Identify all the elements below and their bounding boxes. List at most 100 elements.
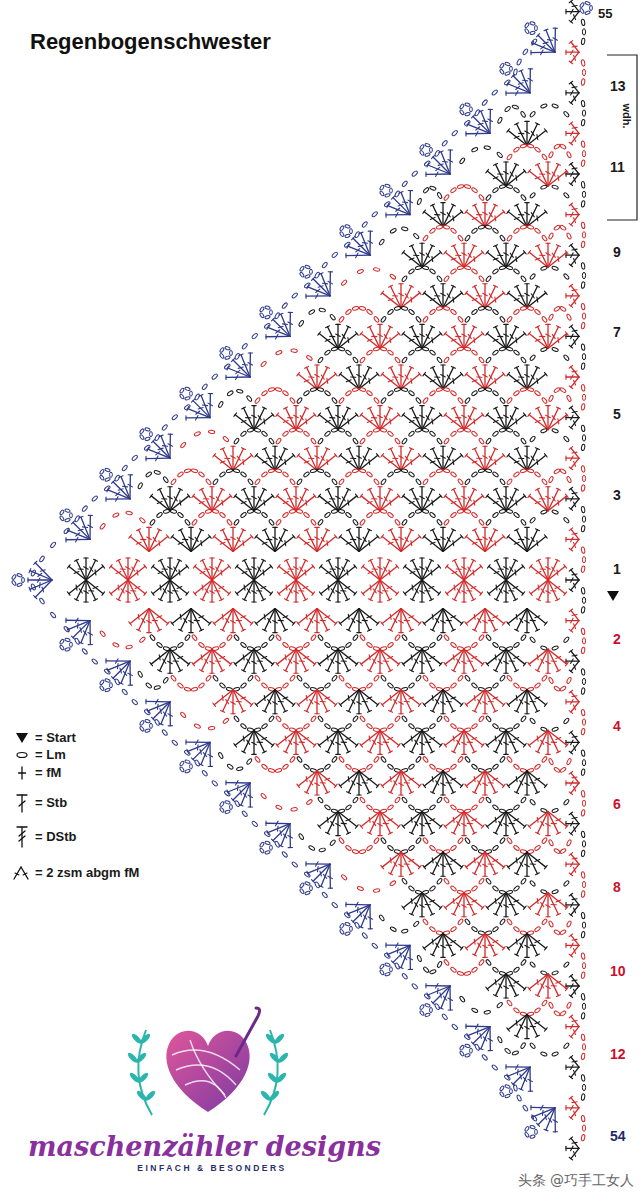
stitch-stroke [361,415,380,430]
stitch-stroke [401,367,411,389]
chain-stitch [478,387,485,392]
stitch-stroke [244,489,254,511]
stitch-stroke [233,536,252,551]
stitch-stroke [170,496,189,511]
chain-stitch [471,228,478,234]
chain-stitch [430,147,433,152]
chain-stitch [581,60,585,67]
chain-stitch [352,356,358,363]
chain-stitch [422,397,428,404]
chain-stitch [415,347,422,352]
chain-stitch [478,225,485,230]
stitch-bar [478,123,483,124]
stitch-bar [432,256,433,261]
stitch-stroke [422,333,441,348]
stitch-stroke [571,296,579,306]
chain-stitch [198,471,205,477]
chain-stitch [298,320,304,327]
chain-stitch [581,993,585,1000]
stitch-stroke [296,496,315,511]
chain-stitch [417,198,422,205]
stitch-stroke [212,496,231,511]
chain-arc [464,387,505,404]
chain-arc [581,425,586,451]
chain-stitch [415,428,422,433]
chain-stitch [443,468,450,473]
chain-stitch [582,922,585,928]
stitch-stroke [319,333,338,348]
picot [524,21,537,35]
chain-stitch [520,144,527,149]
stitch-stroke [466,536,485,551]
chain-stitch [112,512,119,518]
stitch-bar [390,338,391,343]
chain-arc [170,468,211,485]
chain-stitch [485,194,491,201]
stitch-stroke [422,489,432,511]
stitch-stroke [422,415,441,430]
chain-stitch [499,184,506,189]
stitch-bar [285,541,286,546]
chain-stitch [341,279,348,286]
chain-stitch [373,397,379,404]
chain-stitch [478,468,485,473]
shell-fan [566,853,579,876]
chain-arc [581,912,586,938]
stitch-stroke [338,333,357,348]
stitch-stroke [529,171,548,186]
chain-stitch [150,432,153,437]
stitch-bar [516,419,517,424]
chain-stitch [429,349,436,355]
chain-arc [581,181,586,207]
stitch-stroke [130,536,149,551]
chain-stitch [450,512,457,518]
stitch-bar [572,736,577,737]
chain-stitch [585,1,591,5]
stitch-stroke [254,489,264,511]
chain-stitch [471,187,478,193]
chain-stitch [373,428,380,433]
chain-stitch [553,143,560,149]
chain-stitch [345,349,352,355]
chain-stitch [305,274,311,278]
stitch-stroke [401,374,420,389]
chain-stitch [419,144,424,150]
stitch-stroke [193,496,212,511]
stitch-stroke [401,536,420,551]
shell-fan [444,243,484,267]
chain-stitch [478,275,484,282]
chain-stitch [212,478,218,485]
chain-arc [422,387,463,404]
chain-arc [548,306,572,321]
stitch-stroke [382,374,401,389]
chain-stitch [559,143,566,149]
chain-arc [581,1075,586,1101]
stitch-stroke [214,536,233,551]
stitch-stroke [487,496,506,511]
chain-stitch [450,390,457,396]
shell-fan [566,1015,579,1038]
stitch-bar [453,216,454,221]
stitch-bar [572,615,577,616]
stitch-bar [572,168,577,169]
chain-stitch [581,79,585,86]
stitch-stroke [506,408,516,430]
chain-stitch [225,346,231,350]
chain-stitch [506,184,513,189]
stitch-bar [572,330,577,331]
stitch-bar [282,324,287,325]
chain-stitch [331,347,338,352]
chain-stitch [582,557,585,563]
chain-stitch [513,471,520,477]
chain-stitch [553,468,560,474]
chain-arc [581,790,586,816]
chain-stitch [299,266,304,272]
chain-stitch [581,831,585,838]
chain-arc [401,428,442,445]
chain-stitch [310,519,316,526]
stitch-stroke [298,374,317,389]
chain-stitch [513,268,520,274]
chain-arc [581,100,586,126]
chain-stitch [485,468,492,473]
shell-fan [234,406,274,430]
